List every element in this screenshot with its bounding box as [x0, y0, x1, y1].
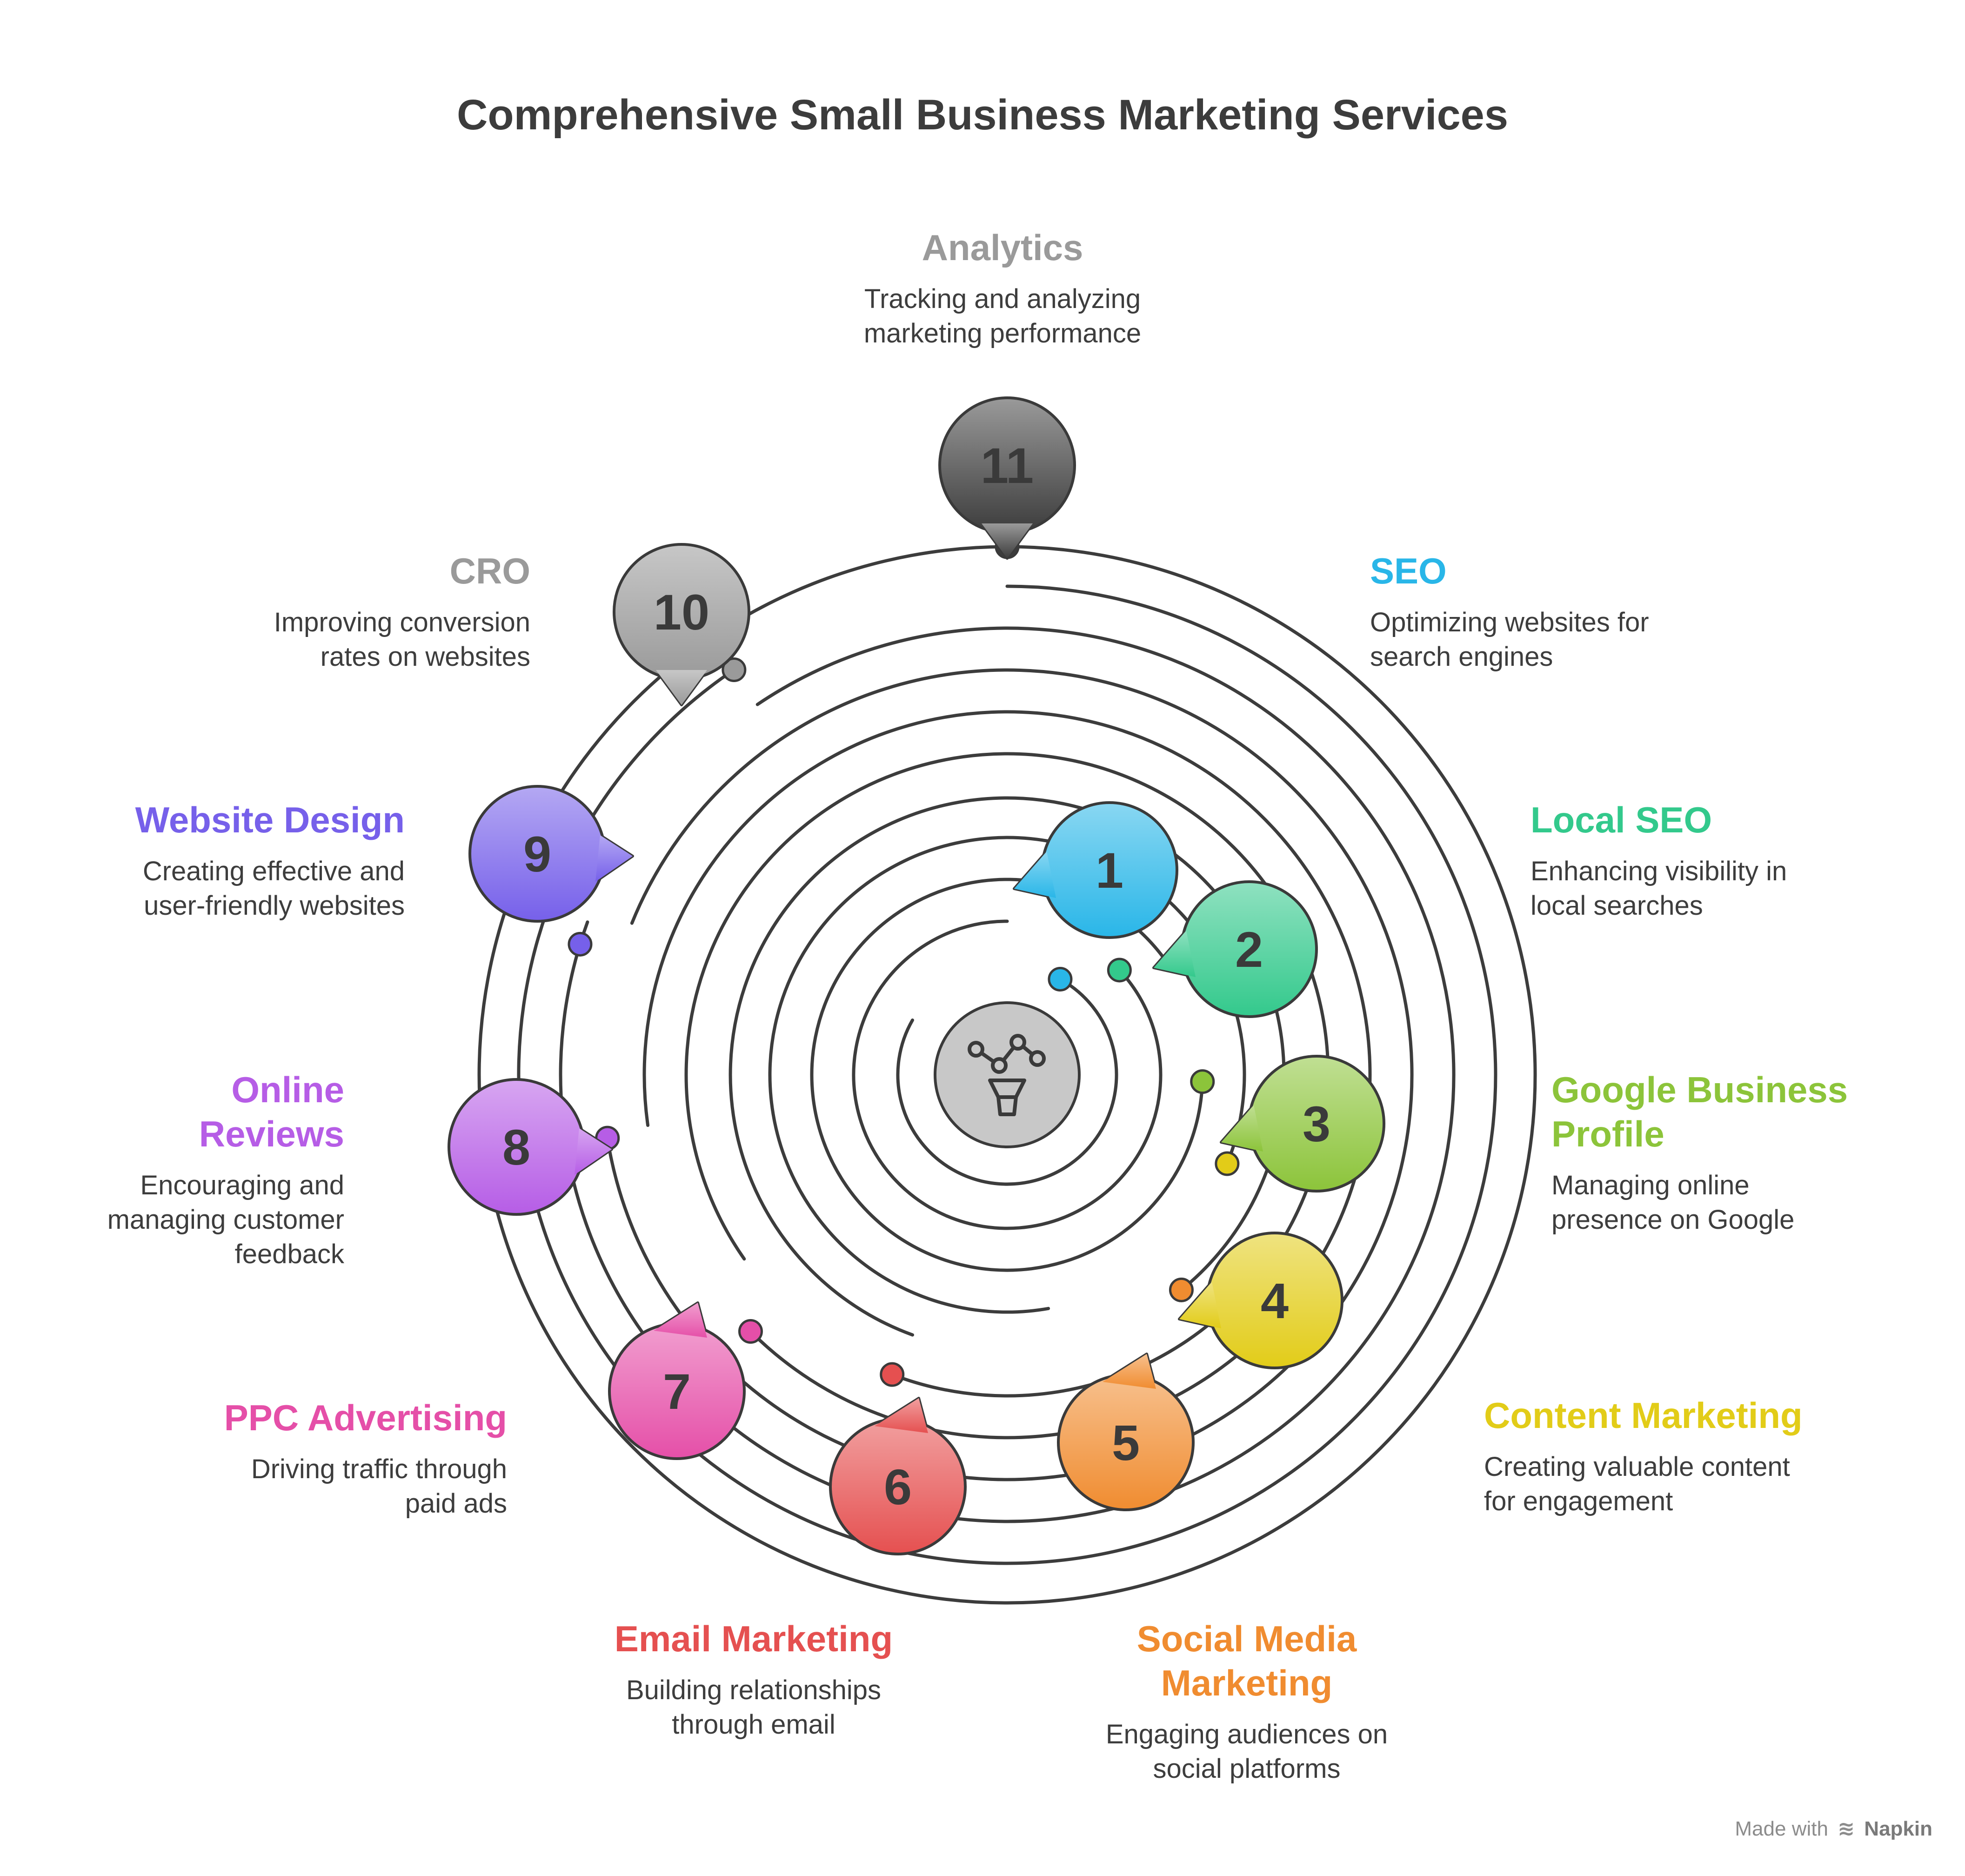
- orbit-ring: [559, 626, 1456, 1523]
- orbit-ring: [852, 919, 1163, 1230]
- label-1: SEO Optimizing websites for search engine…: [1370, 549, 1677, 674]
- marker-11: 11: [938, 396, 1076, 560]
- marker-2: 2: [1152, 880, 1318, 1018]
- marker-9: 9: [468, 785, 634, 923]
- marker-number: 2: [1235, 921, 1263, 978]
- orbit-ring: [605, 668, 1414, 1481]
- orbit-dot: [738, 1319, 763, 1344]
- brand-name: Napkin: [1864, 1817, 1932, 1840]
- marker-number: 4: [1261, 1273, 1289, 1329]
- item-description: Driving traffic through paid ads: [251, 1454, 507, 1519]
- item-description: Encouraging and managing customer feedba…: [107, 1170, 344, 1269]
- marker-number: 8: [502, 1119, 530, 1175]
- diagram-title: Comprehensive Small Business Marketing S…: [456, 91, 1509, 139]
- orbit-dot: [1107, 958, 1132, 983]
- marker-10: 10: [613, 543, 750, 706]
- marker-number: 7: [663, 1363, 691, 1420]
- item-description: Building relationships through email: [626, 1675, 882, 1740]
- footer-credit: Made with ≋ Napkin: [1735, 1817, 1932, 1841]
- item-title: PPC Advertising: [224, 1397, 507, 1438]
- item-description: Creating effective and user-friendly web…: [142, 856, 405, 921]
- item-title: Social Media Marketing: [1136, 1618, 1357, 1704]
- marker-number: 6: [884, 1459, 912, 1515]
- orbit-dot: [568, 931, 593, 957]
- marker-number: 11: [981, 437, 1034, 494]
- item-title: Website Design: [135, 799, 405, 840]
- item-description: Enhancing visibility in local searches: [1531, 856, 1787, 921]
- marker-6: 6: [829, 1397, 967, 1555]
- marker-number: 5: [1112, 1414, 1140, 1471]
- orbit-ring: [642, 710, 1372, 1440]
- item-description: Creating valuable content for engagement: [1484, 1452, 1790, 1516]
- numbered-markers: 1 2 3 4 5 6 7 8 9 10 11: [448, 396, 1385, 1555]
- marker-7: 7: [608, 1301, 746, 1460]
- marker-number: 1: [1096, 842, 1123, 898]
- orbit-ring: [810, 878, 1204, 1272]
- item-title: Local SEO: [1531, 799, 1712, 840]
- orbit-ring: [896, 978, 1118, 1186]
- marker-4: 4: [1178, 1232, 1343, 1369]
- marker-5: 5: [1057, 1353, 1195, 1511]
- orbit-dot: [722, 657, 747, 683]
- orbit-dot: [1190, 1069, 1215, 1094]
- item-title: SEO: [1370, 550, 1447, 591]
- orbit-dot: [1169, 1277, 1194, 1302]
- made-with-text: Made with: [1735, 1817, 1828, 1840]
- item-title: Online Reviews: [199, 1069, 344, 1155]
- marker-3: 3: [1220, 1055, 1385, 1193]
- marker-8: 8: [448, 1078, 613, 1216]
- analytics-funnel-icon: [968, 1034, 1046, 1116]
- item-description: Optimizing websites for search engines: [1370, 607, 1649, 672]
- item-description: Improving conversion rates on websites: [274, 607, 530, 672]
- item-title: Analytics: [922, 227, 1083, 268]
- item-description: Engaging audiences on social platforms: [1105, 1719, 1388, 1784]
- orbit-ring: [684, 752, 1330, 1398]
- orbit-dot: [1048, 966, 1073, 992]
- label-10: CRO Improving conversion rates on website…: [242, 549, 530, 674]
- orbit-ring: [517, 584, 1497, 1565]
- item-description: Managing online presence on Google: [1551, 1170, 1795, 1235]
- napkin-logo-icon: ≋: [1838, 1817, 1855, 1840]
- center-hub: [934, 1001, 1081, 1148]
- orbit-dot: [880, 1362, 905, 1387]
- marker-number: 9: [523, 826, 551, 882]
- marker-number: 3: [1303, 1096, 1330, 1152]
- item-title: CRO: [449, 550, 530, 591]
- orbit-dot: [1215, 1151, 1240, 1176]
- marker-1: 1: [1013, 801, 1178, 939]
- item-title: Google Business Profile: [1551, 1069, 1848, 1155]
- item-description: Tracking and analyzing marketing perform…: [863, 284, 1142, 348]
- item-title: Content Marketing: [1484, 1395, 1803, 1436]
- marker-number: 10: [654, 584, 709, 640]
- item-title: Email Marketing: [614, 1618, 893, 1659]
- label-2: Local SEO Enhancing visibility in local s…: [1531, 798, 1819, 923]
